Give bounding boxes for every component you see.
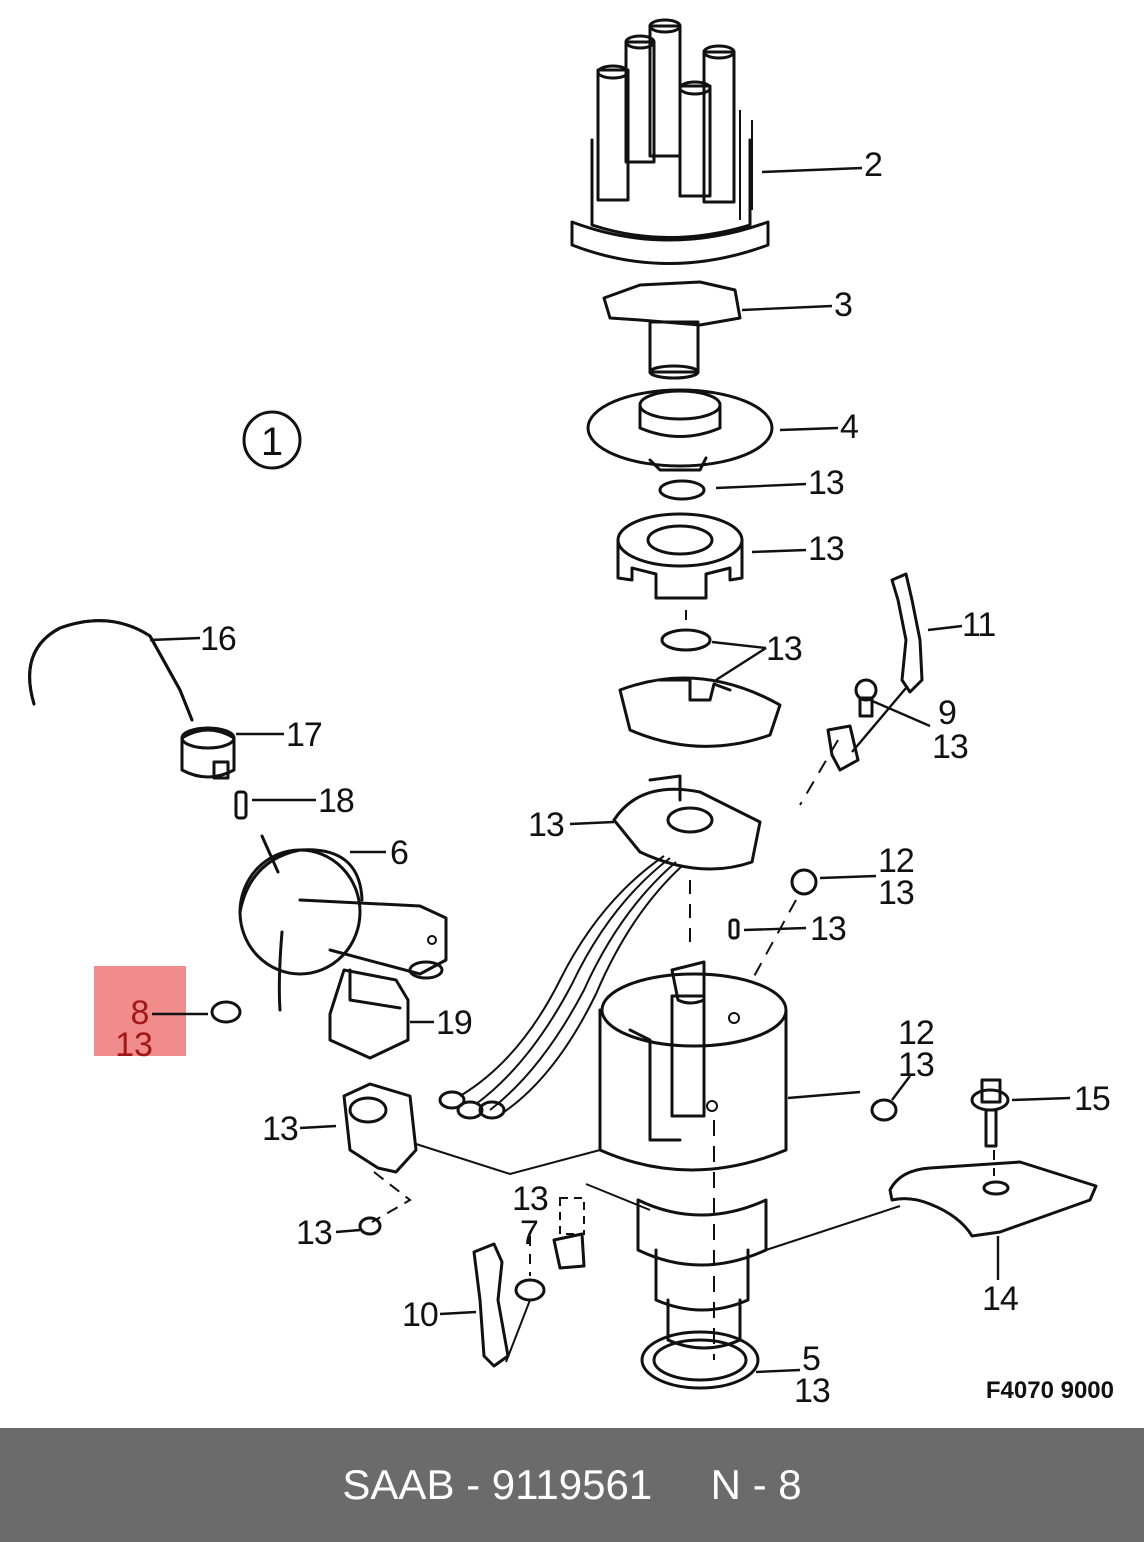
plug-part [328, 968, 410, 1060]
callout-c19: 19 [436, 1004, 472, 1042]
leader-12b [787, 1075, 911, 1101]
leader-13e [569, 820, 615, 826]
leader-16 [149, 636, 201, 642]
leader-13a [715, 482, 807, 490]
callout-c13f: 13 [878, 874, 914, 912]
position-label: N - 8 [710, 1461, 802, 1508]
callout-c14: 14 [982, 1280, 1018, 1318]
callout-c2: 2 [864, 146, 882, 184]
part-number: 9119561 [491, 1461, 653, 1508]
leader-13c [711, 640, 767, 682]
distributor-housing-part [598, 960, 788, 1390]
callout-c7: 7 [520, 1214, 538, 1252]
callout-c8: 8 [131, 994, 150, 1032]
callout-c11: 11 [962, 606, 995, 644]
sender-part [612, 774, 762, 871]
leader-10 [439, 1310, 477, 1316]
callout-c13m: 13 [794, 1372, 830, 1410]
callout-c3: 3 [834, 286, 852, 324]
callout-c4: 4 [840, 408, 858, 446]
highlight-box-part-8 [94, 966, 186, 1056]
leader-13j [299, 1124, 337, 1130]
callout-c13b: 13 [808, 530, 844, 568]
pin-part [728, 918, 740, 940]
clip-part [890, 572, 924, 694]
leader-3 [741, 304, 833, 312]
leader-5 [755, 1368, 801, 1374]
leader-13b [751, 548, 807, 554]
view-number: 1 [261, 420, 283, 464]
callout-c12b: 12 [898, 1014, 934, 1052]
distributor-exploded-diagram: 1 2 3 4 13 13 13 11 16 9 13 17 18 13 6 1… [28, 18, 1114, 1410]
separator: - [454, 1461, 492, 1508]
callout-c13g: 13 [810, 910, 846, 948]
leader-12a [819, 874, 877, 880]
bolt-part [970, 1078, 1010, 1148]
callout-c13j: 13 [262, 1110, 298, 1148]
clip-part [472, 1242, 510, 1368]
vacuum-hose-inner [28, 619, 194, 722]
callout-c13d: 13 [932, 728, 968, 766]
leader-13g [743, 926, 807, 932]
plate-part [618, 676, 782, 748]
leader-2 [761, 166, 863, 174]
callout-c9: 9 [938, 694, 956, 732]
spacer [652, 1461, 710, 1509]
dash-link [765, 1205, 901, 1251]
ring-part [658, 479, 706, 501]
callout-c5: 5 [802, 1340, 820, 1378]
rotor-part [602, 280, 742, 380]
screw-part [826, 678, 878, 772]
screw-part [870, 1098, 898, 1122]
callout-c17: 17 [286, 716, 322, 754]
view-number-circle [242, 410, 302, 470]
leader-9 [851, 687, 931, 753]
leader-13k [335, 1228, 361, 1234]
wire-bundle [438, 855, 683, 1120]
leader-15 [1011, 1096, 1071, 1102]
distributor-cap-part [570, 18, 770, 265]
figure-id: F4070 9000 [986, 1377, 1114, 1404]
dash-link [371, 1171, 412, 1223]
connector-part [180, 726, 236, 780]
nut-part [210, 1000, 242, 1024]
callout-c15: 15 [1074, 1080, 1110, 1118]
callout-c16: 16 [200, 620, 236, 658]
screw-part [358, 1216, 382, 1236]
part-info-footer: SAAB - 9119561 N - 8 [0, 1428, 1144, 1542]
callout-c13k: 13 [512, 1180, 548, 1218]
callout-c10: 10 [402, 1296, 438, 1334]
leader-11 [927, 624, 963, 632]
clamp-part [342, 1082, 418, 1174]
callout-c18: 18 [318, 782, 354, 820]
callout-c13e: 13 [528, 806, 564, 844]
callout-c13i: 13 [898, 1046, 934, 1084]
callout-c6: 6 [390, 834, 408, 872]
callout-c13c: 13 [766, 630, 802, 668]
brand-label: SAAB [342, 1461, 455, 1508]
bracket-part [888, 1160, 1098, 1238]
ring-part [660, 628, 712, 652]
dust-shield-part [586, 388, 774, 472]
callout-c13l: 13 [296, 1214, 332, 1252]
vacuum-unit-part [238, 834, 448, 1012]
callout-c13h: 13 [115, 1026, 153, 1064]
dash-link [751, 899, 797, 981]
callout-c13a: 13 [808, 464, 844, 502]
dash-link [505, 1299, 531, 1363]
bearing-housing-part [616, 512, 744, 600]
washer-part [790, 868, 818, 896]
callout-c12a: 12 [878, 842, 914, 880]
dash-link [585, 1183, 651, 1211]
dash-link [415, 1143, 601, 1176]
leader-4 [779, 426, 839, 432]
dash-link [799, 739, 839, 806]
pin-part [234, 790, 248, 820]
